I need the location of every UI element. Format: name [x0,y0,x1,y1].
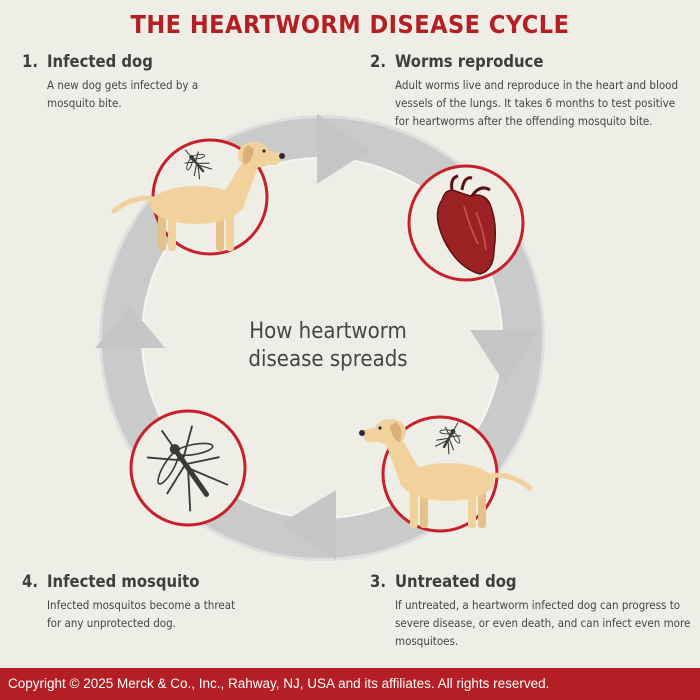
step-untreated-dog: 3. Untreated dog If untreated, a heartwor… [370,572,695,650]
step-heading: Infected dog [47,52,153,71]
arrow-down-icon [470,330,540,384]
step-number: 1. [22,52,38,71]
step-infected-dog: 1. Infected dog A new dog gets infected b… [22,52,202,112]
arrow-up-icon [95,306,165,348]
step-description: Adult worms live and reproduce in the he… [395,78,679,128]
copyright-footer: Copyright © 2025 Merck & Co., Inc., Rahw… [0,668,700,700]
step-heading: Worms reproduce [395,52,544,71]
step-heading: Infected mosquito [47,572,200,591]
cycle-center-label: How heartworm disease spreads [248,319,408,372]
arrow-right-icon [317,114,370,184]
page-title: THE HEARTWORM DISEASE CYCLE [130,10,570,39]
step-number: 2. [370,52,386,71]
mosquito-icon [146,425,229,512]
step-heading: Untreated dog [395,572,517,591]
step-description: Infected mosquitos become a threat for a… [47,598,236,630]
step-description: A new dog gets infected by a mosquito bi… [47,78,199,110]
heart-icon [436,174,497,275]
step-worms-reproduce: 2. Worms reproduce Adult worms live and r… [370,52,690,130]
step-number: 4. [22,572,38,591]
arrow-left-icon [280,490,336,560]
step-number: 3. [370,572,386,591]
step-description: If untreated, a heartworm infected dog c… [395,598,691,648]
step-infected-mosquito: 4. Infected mosquito Infected mosquitos b… [22,572,242,632]
